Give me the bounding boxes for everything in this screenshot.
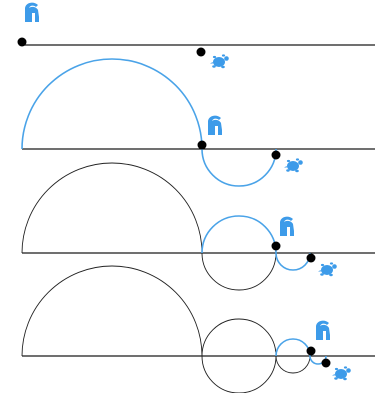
tortoise-dot	[321, 358, 331, 368]
arc-small-new	[275, 338, 311, 357]
tortoise-icon	[332, 366, 351, 381]
tortoise-icon	[318, 262, 337, 277]
warrior-helmet-icon	[316, 320, 330, 340]
arc-small-old	[275, 355, 311, 374]
tortoise-dot	[196, 47, 206, 57]
arc-large-new	[21, 58, 203, 150]
stage-4	[21, 265, 375, 393]
tortoise-icon	[210, 54, 229, 69]
warrior-helmet-icon	[208, 115, 222, 135]
tortoise-dot	[306, 253, 316, 263]
achilles-dot	[197, 140, 207, 150]
warrior-helmet-icon	[280, 216, 294, 236]
arc-large-old	[21, 265, 203, 357]
stage-2	[21, 58, 375, 187]
arc-medium-old	[201, 252, 277, 291]
achilles-dot	[271, 241, 281, 251]
arc-medium-new	[201, 148, 277, 187]
tortoise-dot	[271, 150, 281, 160]
arc-small-new	[275, 252, 311, 271]
tortoise-icon	[284, 158, 303, 173]
stage-1	[17, 2, 375, 69]
arc-medium-new	[201, 215, 277, 254]
stage-3	[21, 162, 375, 291]
arc-large-old	[21, 162, 203, 254]
warrior-helmet-icon	[25, 2, 39, 23]
achilles-dot	[306, 346, 316, 356]
achilles-dot	[17, 37, 27, 47]
